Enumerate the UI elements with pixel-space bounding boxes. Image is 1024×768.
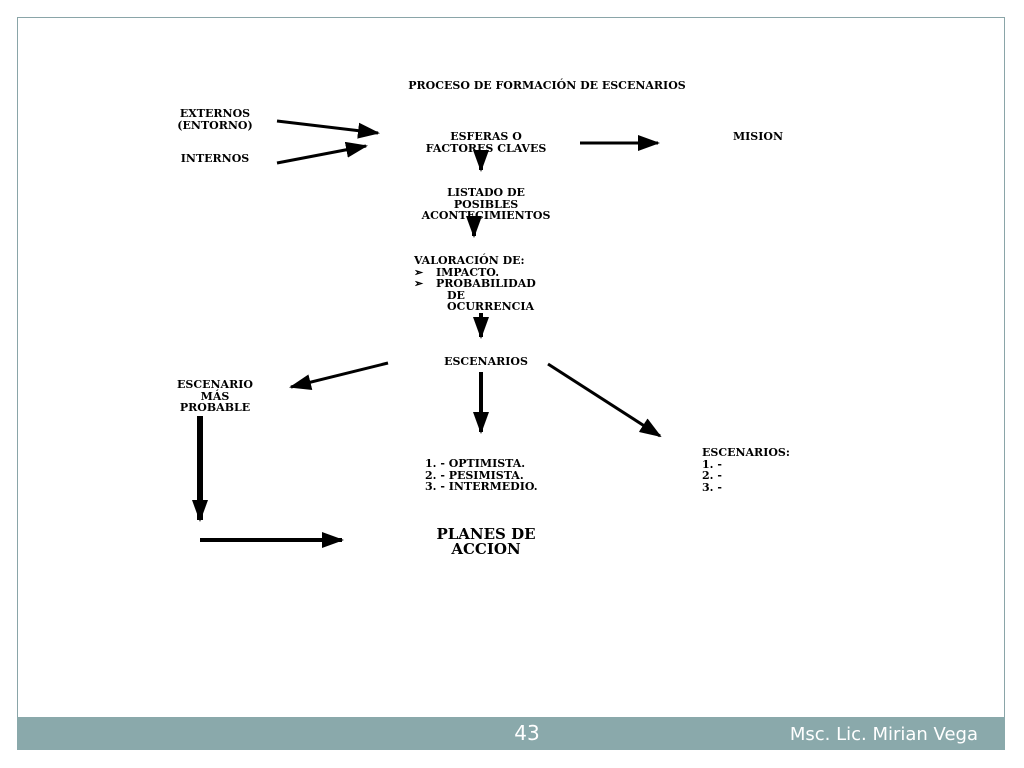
internos-label: INTERNOS [180, 152, 250, 165]
arrow-escenarios-to-probable [289, 361, 389, 390]
escenario-probable-node: ESCENARIO MÁS PROBABLE [177, 378, 253, 414]
bullet-arrow-icon: ➢ [414, 265, 424, 279]
escenarios-center-node: ESCENARIOS [444, 355, 528, 368]
arrow-internos-to-esferas [276, 141, 368, 165]
diagram-title: PROCESO DE FORMACIÓN DE ESCENARIOS [408, 79, 686, 92]
externos-label: EXTERNOS (ENTORNO) [177, 107, 253, 132]
author-name: Msc. Lic. Mirian Vega [789, 724, 978, 745]
valoracion-node: VALORACIÓN DE: ➢ IMPACTO. ➢ PROBABILIDAD… [414, 255, 594, 313]
mision-node: MISION [732, 130, 784, 143]
page-number: 43 [514, 721, 540, 745]
esferas-node: ESFERAS O FACTORES CLAVES [425, 130, 547, 155]
escenarios-right-list: ESCENARIOS: 1. - 2. - 3. - [702, 446, 790, 494]
slide-frame [17, 17, 1005, 750]
valoracion-item-impacto: ➢ IMPACTO. [414, 265, 500, 279]
valoracion-continuation-1: DE [447, 288, 465, 302]
planes-accion-node: PLANES DE ACCION [436, 525, 536, 558]
arrow-externos-to-esferas [276, 119, 380, 139]
tipos-escenarios-list: 1. - OPTIMISTA. 2. - PESIMISTA. 3. - INT… [425, 457, 538, 493]
valoracion-item-probabilidad: ➢ PROBABILIDAD [414, 277, 536, 290]
footer-bar: 43 Msc. Lic. Mirian Vega [17, 717, 1005, 750]
bullet-arrow-icon: ➢ [414, 277, 424, 290]
valoracion-heading: VALORACIÓN DE: [414, 254, 525, 267]
valoracion-continuation-2: OCURRENCIA [447, 300, 535, 313]
arrow-escenarios-to-right [547, 362, 662, 438]
listado-node: LISTADO DE POSIBLES ACONTECIMIENTOS [421, 186, 551, 222]
